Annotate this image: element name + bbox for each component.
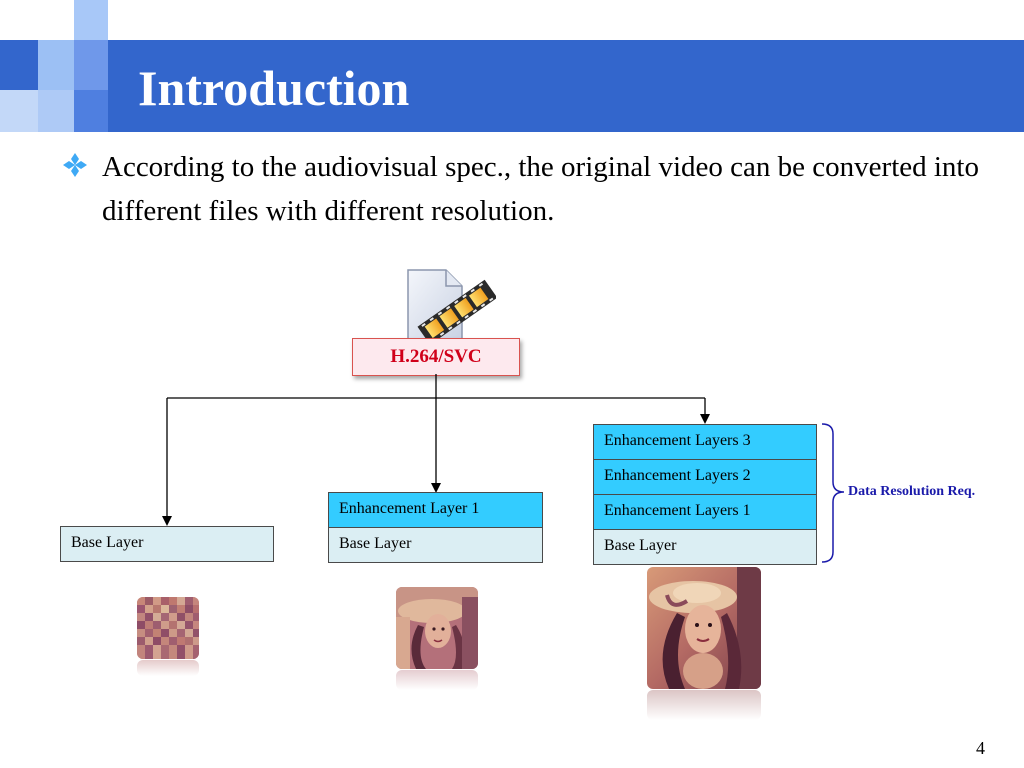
layer-label: Base Layer — [71, 534, 144, 551]
video-file-icon — [407, 269, 496, 345]
decor-square — [74, 90, 108, 132]
stream-3-enhancement-layer-3: Enhancement Layers 3 — [593, 424, 817, 460]
stream-2-enhancement-layer-1: Enhancement Layer 1 — [328, 492, 543, 528]
layer-label: Enhancement Layers 3 — [604, 432, 751, 449]
mid-res-image — [396, 587, 478, 669]
layer-label: Enhancement Layer 1 — [339, 500, 480, 517]
low-res-image — [137, 597, 199, 659]
layer-label: Enhancement Layers 1 — [604, 502, 751, 519]
layer-label: Enhancement Layers 2 — [604, 467, 751, 484]
layer-label: Base Layer — [339, 535, 412, 552]
stream-3-enhancement-layer-1: Enhancement Layers 1 — [593, 494, 817, 530]
codec-label: H.264/SVC — [352, 338, 520, 376]
slide-title: Introduction — [138, 60, 410, 116]
decor-square — [38, 90, 74, 132]
bullet-text: According to the audiovisual spec., the … — [102, 151, 979, 227]
high-res-image — [647, 567, 761, 689]
data-resolution-label: Data Resolution Req. — [848, 484, 976, 499]
title-bar — [0, 40, 1024, 132]
stream-1-base-layer: Base Layer — [60, 526, 274, 562]
low-res-image-reflection — [137, 660, 199, 676]
codec-label-text: H.264/SVC — [390, 346, 482, 367]
decor-square — [0, 90, 38, 132]
decor-square — [38, 40, 74, 90]
stream-2-base-layer: Base Layer — [328, 527, 543, 563]
decor-square — [74, 0, 108, 40]
high-res-image-reflection — [647, 690, 761, 720]
diamond-bullet-icon — [63, 153, 87, 177]
page-number: 4 — [976, 738, 985, 758]
mid-res-image-reflection — [396, 670, 478, 690]
decor-square — [74, 40, 108, 90]
layer-label: Base Layer — [604, 537, 677, 554]
bracket — [821, 423, 845, 563]
stream-3-base-layer: Base Layer — [593, 529, 817, 565]
stream-3-enhancement-layer-2: Enhancement Layers 2 — [593, 459, 817, 495]
